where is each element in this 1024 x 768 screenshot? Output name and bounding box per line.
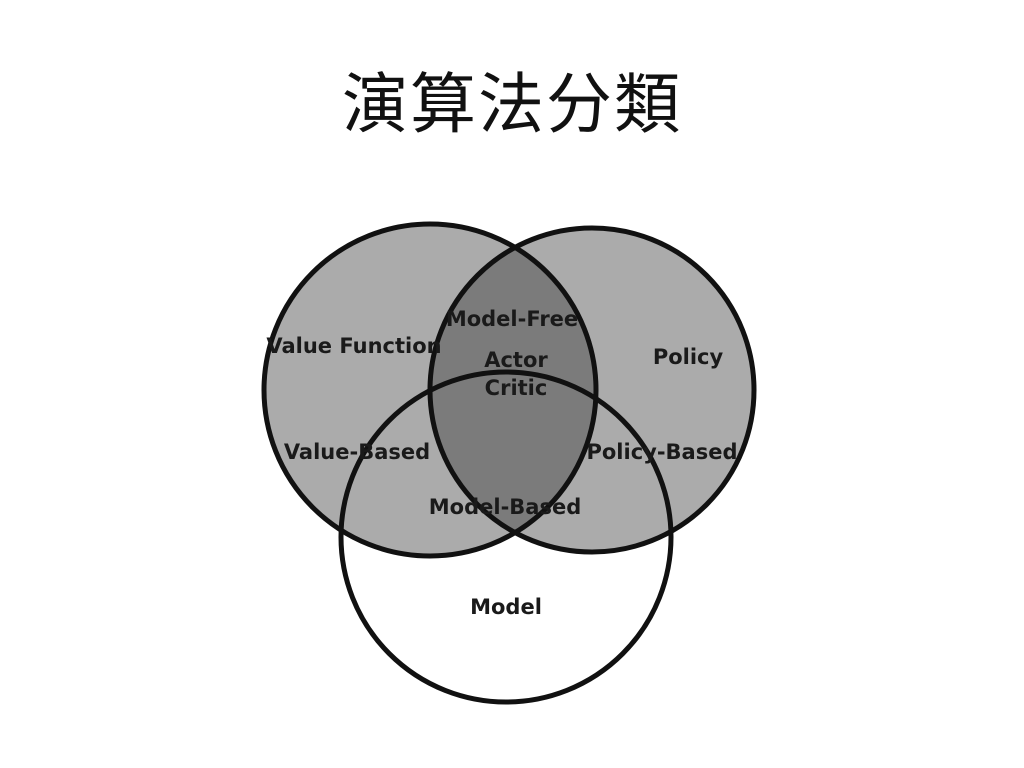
label-policy-based: Policy-Based — [586, 440, 737, 464]
label-critic: Critic — [485, 376, 548, 400]
label-value-based: Value-Based — [284, 440, 430, 464]
model-circle-outline — [338, 369, 674, 705]
label-model-based: Model-Based — [429, 495, 581, 519]
label-model-free: Model-Free — [446, 307, 578, 331]
value-policy-overlap-fill — [430, 228, 596, 552]
value-function-circle-outline — [261, 221, 599, 559]
label-policy: Policy — [653, 345, 724, 369]
label-value-function: Value Function — [266, 334, 441, 358]
page-title: 演算法分類 — [342, 66, 682, 143]
label-model: Model — [470, 595, 542, 619]
label-actor: Actor — [484, 348, 548, 372]
